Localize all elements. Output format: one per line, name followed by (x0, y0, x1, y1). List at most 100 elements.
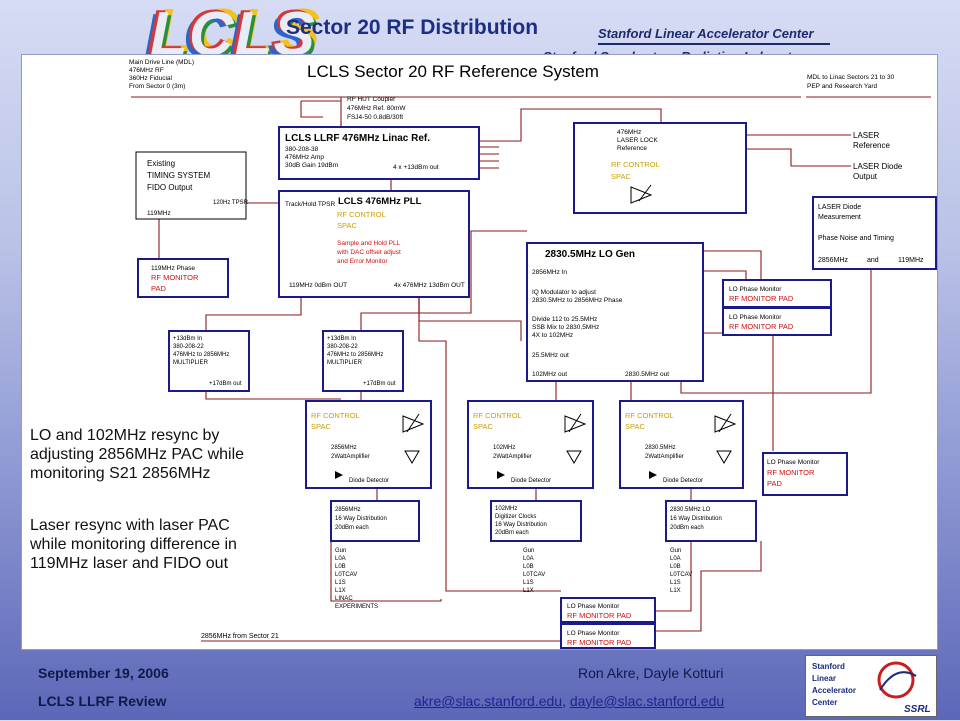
svg-text:Gun: Gun (335, 548, 346, 554)
svg-text:20dBm each: 20dBm each (670, 525, 704, 531)
svg-text:RF CONTROL: RF CONTROL (337, 210, 386, 219)
svg-text:LASER Diode: LASER Diode (853, 162, 903, 171)
svg-text:2856MHz In: 2856MHz In (532, 269, 567, 276)
svg-text:20dBm each: 20dBm each (335, 525, 369, 531)
rf-distribution-diagram: LCLS Sector 20 RF Reference System Main … (21, 54, 938, 650)
svg-text:LO Phase Monitor: LO Phase Monitor (567, 630, 620, 637)
slac-name: Stanford Linear Accelerator Center (598, 26, 814, 41)
svg-text:Sample and Hold PLL: Sample and Hold PLL (337, 240, 401, 247)
resync-note-lo: LO and 102MHz resync by adjusting 2856MH… (30, 426, 245, 483)
svg-text:+13dBm In: +13dBm In (173, 336, 202, 342)
mdl-out-label: MDL to Linac Sectors 21 to 30 PEP and Re… (807, 74, 895, 90)
lo-monitor-pad-bottom-2: LO Phase Monitor RF MONITOR PAD (560, 623, 656, 649)
svg-text:RF CONTROL: RF CONTROL (311, 411, 360, 420)
svg-text:SPAC: SPAC (625, 422, 645, 431)
svg-text:4 x +13dBm out: 4 x +13dBm out (393, 164, 439, 171)
svg-text:25.5MHz out: 25.5MHz out (532, 352, 569, 359)
svg-text:Divide 112 to 25.5MHz: Divide 112 to 25.5MHz (532, 316, 597, 323)
footer-date: September 19, 2006 (38, 665, 169, 681)
svg-text:476MHz to 2856MHz: 476MHz to 2856MHz (173, 352, 229, 358)
svg-text:476MHz to 2856MHz: 476MHz to 2856MHz (327, 352, 383, 358)
svg-text:and: and (867, 257, 879, 264)
svg-text:476MHz Ref. 80mW: 476MHz Ref. 80mW (347, 105, 406, 112)
svg-text:Existing: Existing (147, 159, 175, 168)
svg-text:RF MONITOR: RF MONITOR (151, 273, 199, 282)
email-link-kotturi[interactable]: dayle@slac.stanford.edu (569, 693, 725, 709)
svg-text:RF CONTROL: RF CONTROL (625, 411, 674, 420)
svg-text:2856MHz: 2856MHz (335, 507, 361, 513)
svg-text:16 Way Distribution: 16 Way Distribution (495, 522, 547, 528)
laser-reference-label: LASER Reference (853, 131, 890, 150)
svg-text:SPAC: SPAC (337, 221, 357, 230)
svg-text:L0A: L0A (523, 556, 534, 562)
email-link-akre[interactable]: akre@slac.stanford.edu (414, 693, 563, 709)
footer-review: LCLS LLRF Review (38, 693, 167, 709)
svg-text:+17dBm out: +17dBm out (363, 381, 396, 387)
svg-text:LASER: LASER (853, 131, 879, 140)
svg-text:Diode Detector: Diode Detector (349, 478, 389, 484)
lo-monitor-pad-1: LO Phase Monitor RF MONITOR PAD (722, 279, 832, 308)
svg-text:L1X: L1X (523, 588, 534, 594)
svg-text:L1X: L1X (670, 588, 681, 594)
svg-text:RF CONTROL: RF CONTROL (473, 411, 522, 420)
svg-text:Phase Noise and Timing: Phase Noise and Timing (818, 235, 894, 242)
svg-text:LCLS 476MHz PLL: LCLS 476MHz PLL (338, 196, 422, 207)
svg-text:LO Phase Monitor: LO Phase Monitor (767, 459, 820, 466)
svg-text:LASER Diode: LASER Diode (818, 204, 861, 211)
lo-monitor-pad-right: LO Phase Monitor RF MONITOR PAD (762, 452, 848, 496)
svg-text:Gun: Gun (670, 548, 681, 554)
header-rule-top (598, 43, 830, 45)
svg-text:PAD: PAD (767, 479, 782, 488)
svg-text:L0TCAV: L0TCAV (523, 572, 545, 578)
multiplier-box-2: +13dBm In 380-208-22 476MHz to 2856MHz M… (322, 330, 404, 392)
svg-text:RF CONTROL: RF CONTROL (611, 160, 660, 169)
svg-text:+17dBm out: +17dBm out (209, 381, 242, 387)
svg-text:RF HUT Coupler: RF HUT Coupler (347, 96, 396, 103)
phase-monitor-119-box: 119MHz Phase RF MONITOR PAD (137, 258, 229, 298)
svg-text:2830.5MHz to 2856MHz Phase: 2830.5MHz to 2856MHz Phase (532, 297, 623, 304)
svg-text:2830.5MHz LO: 2830.5MHz LO (670, 507, 711, 513)
svg-text:380-208-22: 380-208-22 (173, 344, 204, 350)
svg-text:102MHz: 102MHz (495, 506, 517, 512)
timing-system-box: Existing TIMING SYSTEM FIDO Output 120Hz… (135, 151, 249, 220)
svg-text:Main Drive Line (MDL): Main Drive Line (MDL) (129, 59, 194, 66)
svg-text:SSB Mix to 2830.5MHz: SSB Mix to 2830.5MHz (532, 324, 599, 331)
svg-text:4X to 102MHz: 4X to 102MHz (532, 332, 573, 339)
svg-text:119MHz: 119MHz (147, 210, 171, 217)
svg-text:16 Way Distribution: 16 Way Distribution (335, 516, 387, 522)
svg-text:Center: Center (812, 698, 837, 707)
page-title: Sector 20 RF Distribution (286, 16, 539, 39)
svg-text:Measurement: Measurement (818, 214, 861, 221)
multiplier-box-1: +13dBm In 380-208-22 476MHz to 2856MHz M… (168, 330, 250, 392)
svg-text:From Sector 0 (3m): From Sector 0 (3m) (129, 83, 185, 90)
sector21-label: 2856MHz from Sector 21 (201, 633, 279, 640)
svg-text:MULTIPLIER: MULTIPLIER (173, 360, 209, 366)
amplifier-box-2830: RF CONTROL SPAC 2830.5MHz 2WattAmplifier… (619, 400, 744, 489)
amplifier-box-2856: RF CONTROL SPAC 2856MHz 2WattAmplifier D… (305, 400, 432, 489)
laser-lock-box: 476MHz LASER LOCK Reference RF CONTROL S… (573, 122, 747, 214)
svg-text:L0TCAV: L0TCAV (670, 572, 692, 578)
svg-text:2WattAmplifier: 2WattAmplifier (645, 454, 684, 460)
svg-text:L0A: L0A (335, 556, 346, 562)
svg-text:380-208-22: 380-208-22 (327, 344, 358, 350)
svg-text:120Hz TPSR: 120Hz TPSR (213, 200, 249, 206)
svg-text:LO Phase Monitor: LO Phase Monitor (729, 314, 782, 321)
distribution-outputs-2856: Gun L0A L0B L0TCAV L1S L1X LINAC EXPERIM… (335, 548, 378, 610)
svg-text:PAD: PAD (151, 284, 166, 293)
svg-text:SSRL: SSRL (904, 704, 931, 715)
laser-diode-measurement-box: LASER Diode Measurement Phase Noise and … (812, 196, 937, 270)
svg-text:Reference: Reference (617, 145, 647, 152)
svg-text:MDL to Linac Sectors 21 to 30: MDL to Linac Sectors 21 to 30 (807, 74, 895, 81)
footer-authors: Ron Akre, Dayle Kotturi (578, 665, 724, 681)
svg-text:2830.5MHz LO Gen: 2830.5MHz LO Gen (545, 249, 635, 260)
svg-text:LINAC: LINAC (335, 596, 353, 602)
svg-text:2WattAmplifier: 2WattAmplifier (331, 454, 370, 460)
diagram-title: LCLS Sector 20 RF Reference System (307, 62, 599, 81)
svg-text:Gun: Gun (523, 548, 534, 554)
svg-text:102MHz out: 102MHz out (532, 371, 567, 378)
amplifier-box-102: RF CONTROL SPAC 102MHz 2WattAmplifier Di… (467, 400, 594, 489)
svg-text:16 Way Distribution: 16 Way Distribution (670, 516, 722, 522)
svg-text:119MHz: 119MHz (898, 257, 924, 264)
svg-text:RF MONITOR PAD: RF MONITOR PAD (567, 638, 632, 647)
svg-text:EXPERIMENTS: EXPERIMENTS (335, 604, 378, 610)
